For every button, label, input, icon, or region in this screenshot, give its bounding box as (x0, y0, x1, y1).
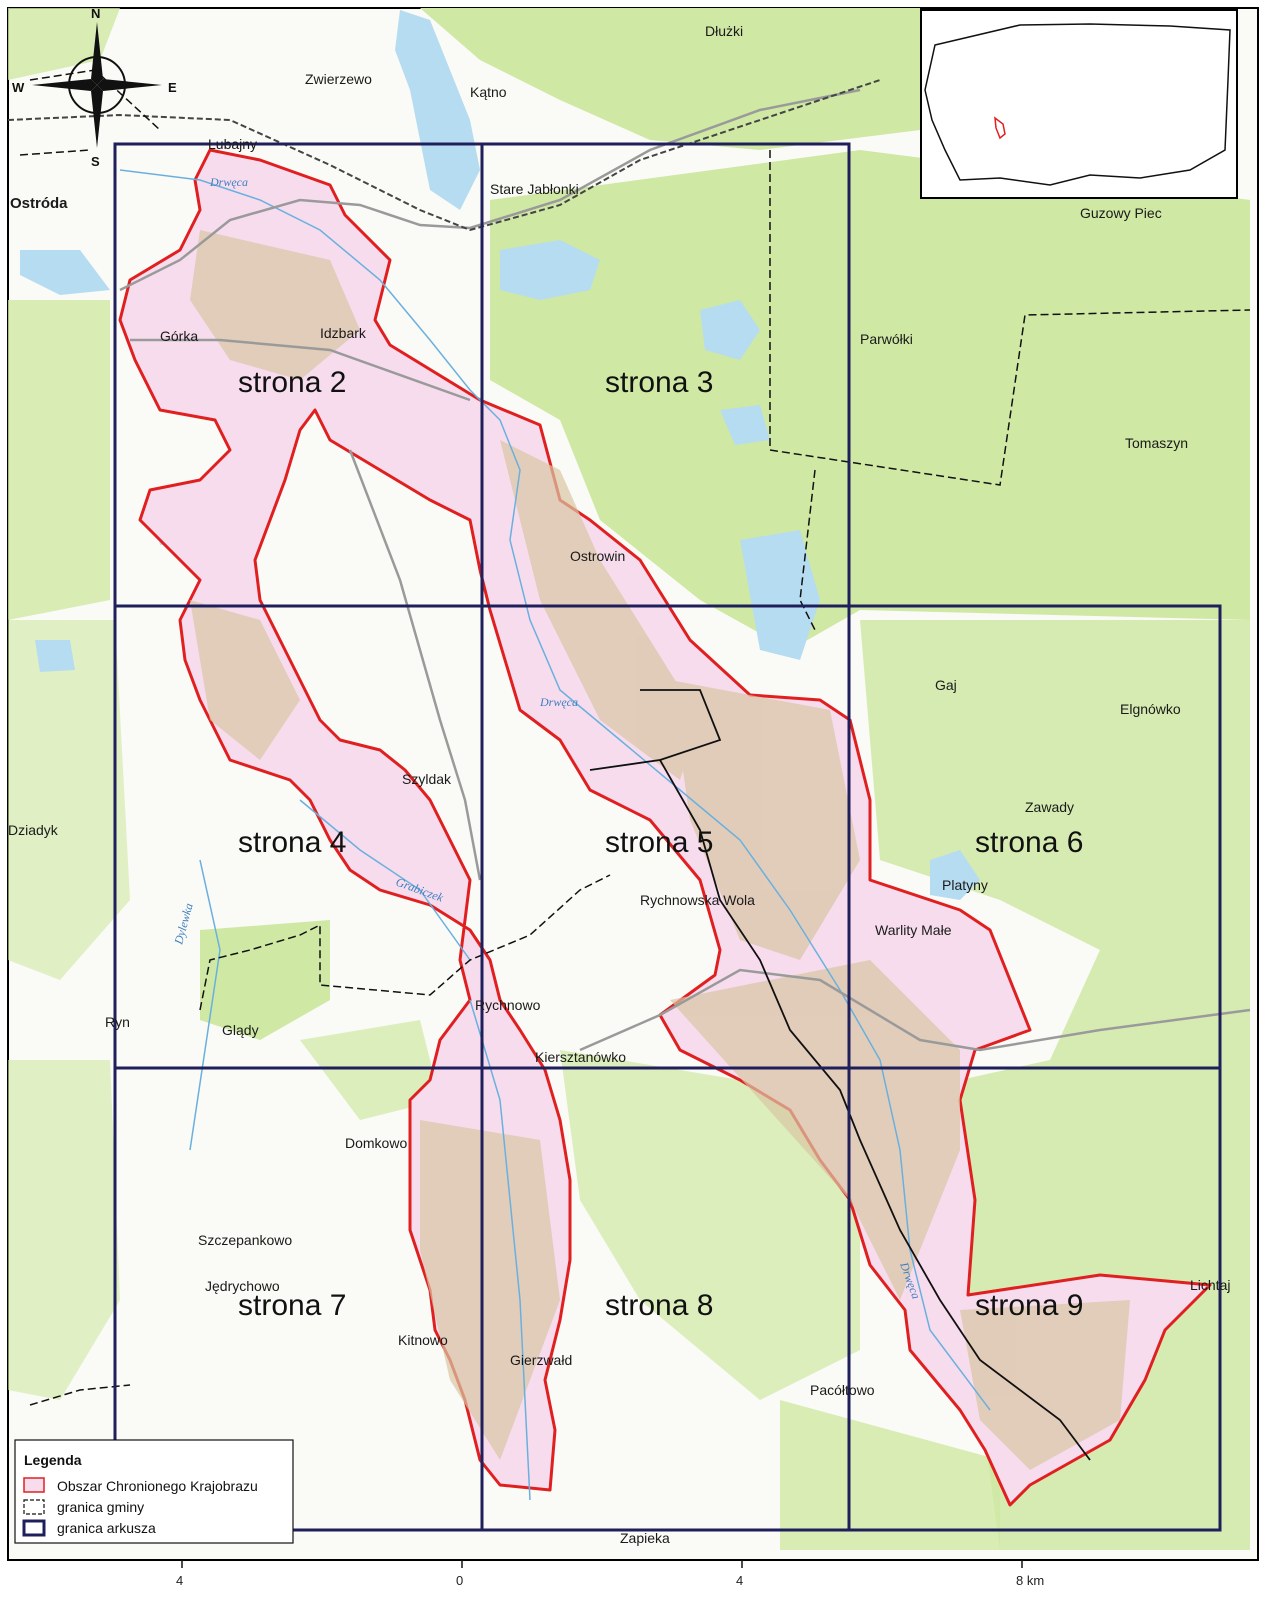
scale-tick-label: 0 (456, 1573, 463, 1588)
legend-item-label: Obszar Chronionego Krajobrazu (57, 1478, 258, 1494)
place-label: Ryn (105, 1014, 130, 1030)
place-label: Warlity Małe (875, 922, 952, 938)
railway-layer (7, 79, 881, 232)
place-label: Kiersztanówko (535, 1049, 626, 1065)
place-label: Tomaszyn (1125, 435, 1188, 451)
place-label: Jędrychowo (205, 1278, 280, 1294)
sheet-label-5: strona 5 (605, 826, 713, 859)
legend-swatch-sheet (22, 1519, 46, 1537)
place-label: Zwierzewo (305, 71, 372, 87)
place-label: Kątno (470, 84, 507, 100)
sheet-label-3: strona 3 (605, 366, 713, 399)
place-label: Elgnówko (1120, 701, 1181, 717)
sheet-label-4: strona 4 (238, 826, 346, 859)
place-label: Domkowo (345, 1135, 407, 1151)
forest-layer (8, 8, 1250, 1550)
place-label: Ostrowin (570, 548, 625, 564)
place-label: Glądy (222, 1022, 259, 1038)
legend-swatch-gmina (23, 1499, 45, 1515)
valley-layer (190, 230, 1130, 1470)
compass-rose: N S E W (12, 6, 177, 169)
sheet-label-6: strona 6 (975, 826, 1083, 859)
sheet-grid (113, 142, 1222, 1532)
place-label: Parwółki (860, 331, 913, 347)
place-label: Dziadyk (8, 822, 59, 838)
road-layer (119, 88, 1251, 1052)
inset-region-outline (924, 23, 1231, 186)
place-label: Guzowy Piec (1080, 205, 1162, 221)
inset-location-marker (994, 116, 1006, 140)
place-label: Idzbark (320, 325, 367, 341)
river-label: Drwęca (209, 175, 248, 189)
inset-map (920, 9, 1238, 199)
legend-item-label: granica gminy (57, 1499, 144, 1515)
river-label: Drwęca (539, 695, 578, 709)
legend: Legenda Obszar Chronionego Krajobrazu gr… (14, 1439, 294, 1544)
water-layer (20, 10, 980, 900)
sheet-label-8: strona 8 (605, 1289, 713, 1322)
scale-tick-label: 8 km (1016, 1573, 1044, 1588)
place-label: Gierzwałd (510, 1352, 572, 1368)
place-label: Górka (160, 328, 198, 344)
sheet-label-2: strona 2 (238, 366, 346, 399)
gmina-boundary-solid (589, 689, 1091, 1461)
place-label: Lubajny (208, 136, 257, 152)
scale-bar (181, 1560, 1023, 1568)
place-label: Pacółtowo (810, 1382, 875, 1398)
place-label: Lichtaj (1190, 1277, 1230, 1293)
place-label: Platyny (942, 877, 988, 893)
place-label: Dłużki (705, 23, 743, 39)
compass-west: W (12, 80, 25, 95)
place-label: Rychnowo (475, 997, 541, 1013)
place-label: Szyldak (402, 771, 452, 787)
compass-north: N (91, 6, 100, 21)
compass-south: S (91, 154, 100, 169)
sheet-label-7: strona 7 (238, 1289, 346, 1322)
scale-tick-label: 4 (176, 1573, 183, 1588)
place-label: Kitnowo (398, 1332, 448, 1348)
sheet-label-9: strona 9 (975, 1289, 1083, 1322)
river-layer (119, 169, 991, 1501)
place-label: Stare Jabłonki (490, 181, 579, 197)
scale-labels: 4 0 4 8 km (176, 1573, 1044, 1588)
place-label: Rychnowska Wola (640, 892, 755, 908)
sheet-labels: strona 2 strona 3 strona 4 strona 5 stro… (238, 366, 1083, 1322)
place-label: Zapieka (620, 1530, 670, 1546)
place-labels: Lubajny Zwierzewo Kątno Dłużki Ostróda S… (8, 23, 1230, 1546)
place-label: Zawady (1025, 799, 1074, 815)
compass-east: E (168, 80, 177, 95)
place-label: Szczepankowo (198, 1232, 292, 1248)
scale-tick-label: 4 (736, 1573, 743, 1588)
legend-item-label: granica arkusza (57, 1520, 156, 1536)
place-label: Ostróda (10, 195, 68, 212)
legend-swatch-protected-area (23, 1477, 45, 1493)
legend-title: Legenda (24, 1452, 82, 1468)
place-label: Gaj (935, 677, 957, 693)
